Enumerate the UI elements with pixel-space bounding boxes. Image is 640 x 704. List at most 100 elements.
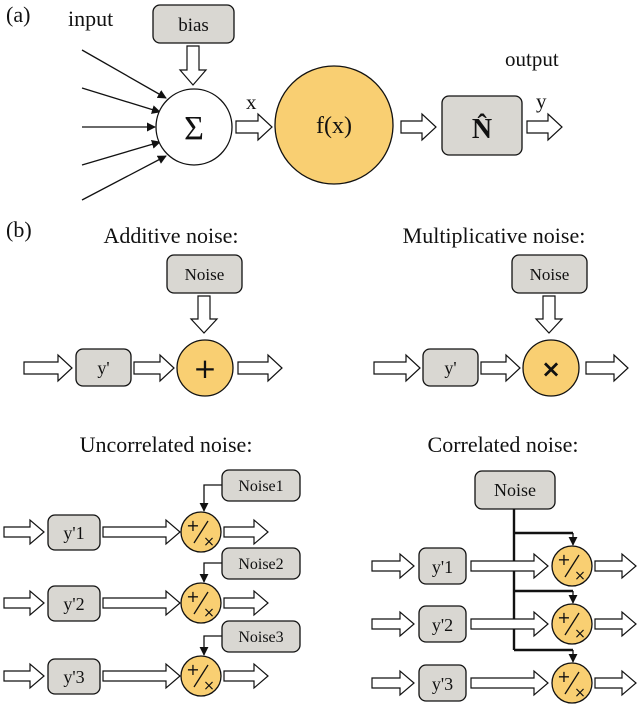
input-arrow-4 [81,139,161,166]
activation-node [274,65,394,185]
correlated-op-node-plus: + [557,608,570,627]
uncorrelated-y-box [47,514,101,551]
additive-title: Additive noise: [103,223,238,248]
multiplicative-noise-label: Noise [530,265,570,284]
correlated-op-node: +× [551,662,593,704]
uncorrelated-noise-label: Noise1 [238,478,283,495]
uncorrelated-op-node-plus: + [186,516,199,535]
multiplicative-noise-arrow [534,295,564,334]
input-arrows [81,49,167,201]
uncorrelated-op-node-slash [193,520,209,544]
multiplicative-in-arrow [373,353,421,383]
uncorrelated-op-node-times: × [203,605,215,621]
additive-noise-box [166,254,243,294]
input-arrow-1 [81,49,167,99]
correlated-y-label: y'3 [432,674,453,694]
correlated-op-node-slash [564,671,580,695]
input-arrow-5 [81,155,167,201]
correlated-out-arrow [594,669,637,697]
multiplicative-y-box [422,348,479,387]
uncorrelated-op-node-times: × [203,534,215,550]
correlated-op-node: +× [551,545,593,587]
additive-y-label: y' [97,358,109,378]
additive-op: + [193,352,216,385]
correlated-out-arrow [594,552,637,580]
correlated-mid-arrow [470,552,549,580]
noise-operator-box [441,95,523,156]
uncorrelated-in-arrow [3,589,45,617]
uncorrelated-op-node-times: × [203,678,215,694]
panel-a-tag: (a) [6,2,30,27]
uncorrelated-out-arrow [223,589,269,617]
uncorrelated-in-arrow [3,662,45,690]
uncorrelated-op-node: +× [180,582,222,624]
correlated-in-arrow [371,669,415,697]
correlated-mid-arrow [470,610,549,638]
correlated-in-arrow [371,552,415,580]
output-label: output [505,47,559,71]
uncorrelated-y-box [47,585,101,622]
correlated-y-label: y'2 [432,615,453,635]
uncorrelated-noise-label: Noise2 [238,556,283,573]
multiplicative-out-arrow [585,353,629,383]
additive-y-box [75,348,132,387]
uncorrelated-op-node-slash [193,664,209,688]
multiplicative-op: × [541,355,561,383]
bias-label: bias [178,15,209,36]
correlated-op-node-slash [564,554,580,578]
output-arrow [526,112,563,142]
multiplicative-noise-box [511,254,588,294]
uncorrelated-op-node: +× [180,655,222,697]
correlated-y-box [418,547,467,585]
uncorrelated-noise-connector [199,562,222,583]
additive-in-arrow [23,353,73,383]
additive-out-arrow [237,353,283,383]
multiplicative-op-node [522,339,580,397]
sum-to-f-arrow [235,112,273,142]
summation-node [155,88,233,166]
correlated-row: y'3 +× [371,648,637,704]
correlated-y-label: y'1 [432,557,453,577]
uncorrelated-op-node-plus: + [186,660,199,679]
additive-noise-arrow [189,295,219,334]
additive-op-node [176,339,234,397]
bias-box [152,4,235,44]
uncorrelated-row: y'1+×Noise1 [3,469,301,553]
bias-arrow [178,45,208,86]
panel-b-tag: (b) [6,217,32,242]
uncorrelated-out-arrow [223,662,269,690]
uncorrelated-op-node-plus: + [186,587,199,606]
uncorrelated-mid-arrow [102,662,181,690]
f-to-noise-op-arrow [400,112,437,142]
correlated-op-node-times: × [574,626,586,642]
additive-noise-label: Noise [185,265,225,284]
multiplicative-mid-arrow [480,353,521,383]
correlated-row: y'2 +× [371,589,637,645]
uncorrelated-y-label: y'2 [63,594,84,614]
correlated-mid-arrow [470,669,549,697]
correlated-in-arrow [371,610,415,638]
multiplicative-title: Multiplicative noise: [403,223,586,248]
correlated-op-node-times: × [574,685,586,701]
noise-operator-label: N̂ [472,114,492,145]
correlated-op-node-slash [564,612,580,636]
correlated-rows: y'1+×y'2+×y'3+× [371,509,637,704]
uncorrelated-op-node-slash [193,591,209,615]
uncorrelated-in-arrow [3,518,45,546]
x-label: x [246,90,257,114]
correlated-y-box [418,605,467,643]
correlated-op-node-plus: + [557,550,570,569]
uncorrelated-op-node: +× [180,511,222,553]
correlated-y-box [418,664,467,702]
correlated-out-arrow [594,610,637,638]
uncorrelated-noise-connector [199,635,222,656]
summation-symbol: Σ [184,110,204,147]
uncorrelated-title: Uncorrelated noise: [80,432,253,457]
correlated-op-node-times: × [574,568,586,584]
input-arrow-2 [81,87,161,114]
uncorrelated-mid-arrow [102,518,181,546]
activation-label: f(x) [316,113,352,139]
uncorrelated-mid-arrow [102,589,181,617]
